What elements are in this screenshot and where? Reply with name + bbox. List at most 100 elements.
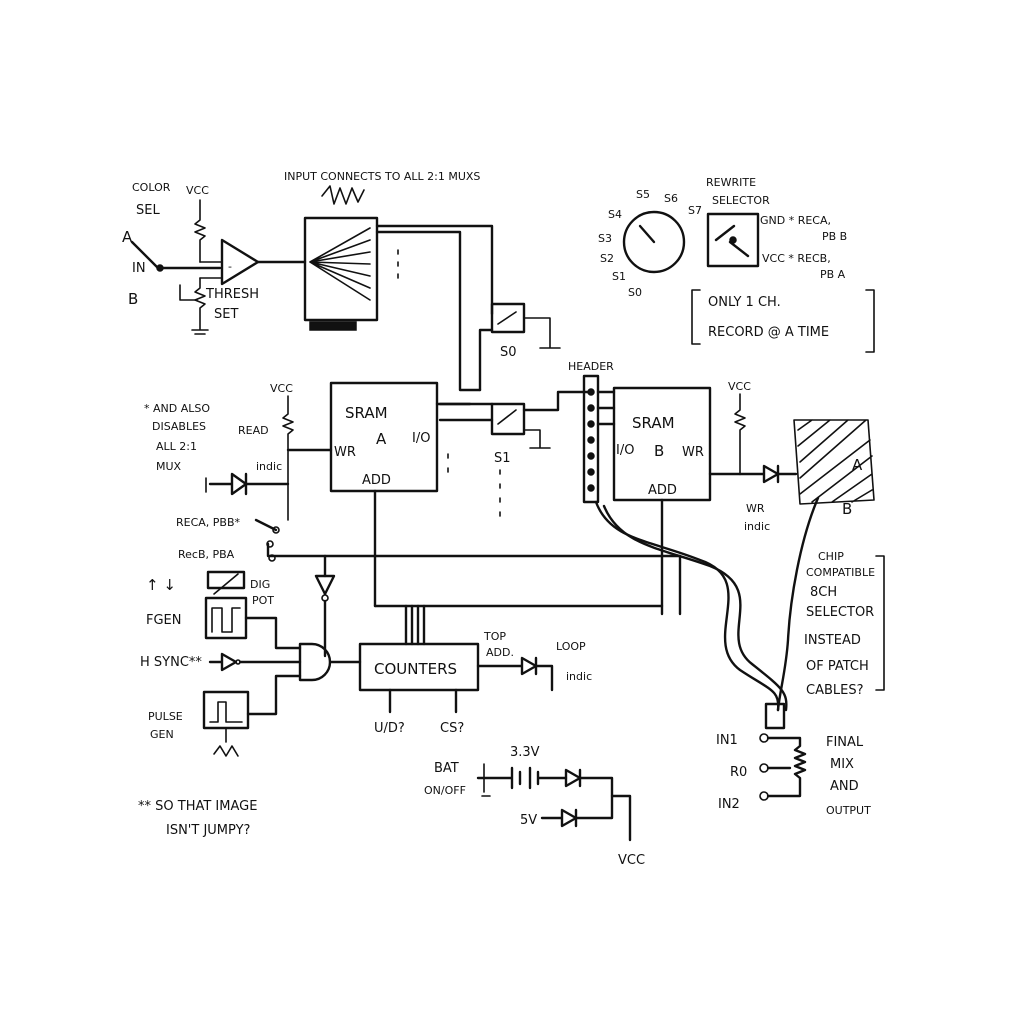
- read-label: READ: [238, 424, 269, 437]
- sram-b-add: ADD: [648, 483, 677, 498]
- final-label-2: MIX: [830, 757, 854, 772]
- header-pin: [587, 436, 595, 444]
- wr-indic-label-2: indic: [744, 520, 770, 533]
- counters-bus: [404, 604, 426, 646]
- sram-b-wr: WR: [682, 445, 704, 460]
- input-a-label: A: [122, 228, 133, 246]
- loop-indic-label-2: indic: [566, 670, 592, 683]
- rewrite-gnd-line-2: PB B: [822, 230, 847, 243]
- right-vcc-label: VCC: [728, 380, 751, 393]
- final-label-1: FINAL: [826, 735, 864, 750]
- v33-label: 3.3V: [510, 745, 540, 760]
- dial-s3: S3: [598, 232, 612, 245]
- rewrite-gnd-line-1: GND * RECA,: [760, 214, 831, 227]
- input-vcc-label: VCC: [186, 184, 209, 197]
- sram-a-wr: WR: [334, 445, 356, 460]
- and-gate: [298, 642, 332, 682]
- mux-s0-out: [478, 328, 494, 392]
- counters-block: COUNTERS U/D? CS? TOP ADD. LOOP indic: [358, 604, 664, 736]
- sram-a-add: ADD: [362, 473, 391, 488]
- mux-s0-control: [523, 317, 561, 349]
- counters-cs-label: CS?: [440, 721, 464, 736]
- mux-s0-label: S0: [500, 345, 517, 360]
- arrows-label: ↑ ↓: [146, 576, 176, 594]
- in2-label: IN2: [718, 797, 740, 812]
- mux-bank-section: INPUT CONNECTS TO ALL 2:1 MUXS: [284, 170, 494, 392]
- read-led-resistor: [282, 395, 294, 521]
- fgen-wave: [211, 607, 241, 633]
- scribble-mark: [321, 185, 365, 205]
- rewrite-note-bracket-left: [691, 289, 701, 345]
- mux-bank-footer-bar: [309, 321, 357, 331]
- comparator-minus: -: [228, 260, 232, 273]
- rewrite-switch-lever: [714, 224, 750, 258]
- dig-pot-label-1: DIG: [250, 578, 270, 591]
- dig-pot-label-2: POT: [252, 594, 274, 607]
- mux-s1-to-header: [522, 390, 592, 412]
- rewrite-title-2: SELECTOR: [712, 194, 770, 207]
- dig-pot-box: [206, 570, 246, 590]
- rotary-dial: [622, 210, 686, 274]
- comparator-thresh-wire: [199, 261, 223, 279]
- patch-letter-b: B: [842, 500, 852, 518]
- wr-led: [738, 464, 798, 484]
- input-b-label: B: [128, 290, 138, 308]
- chip-note-4: SELECTOR: [806, 605, 874, 620]
- rewrite-note-bracket-right: [865, 289, 875, 353]
- rewrite-switch-box: [706, 212, 760, 268]
- footnote-line-2: ISN'T JUMPY?: [166, 823, 250, 838]
- counters-label: COUNTERS: [374, 660, 457, 678]
- pulse-gen-pot: [213, 727, 239, 757]
- final-label-4: OUTPUT: [826, 804, 871, 817]
- top-add-label-2: ADD.: [486, 646, 514, 659]
- patch-header: HEADER: [568, 360, 616, 504]
- sram-a-box: [329, 381, 439, 493]
- chip-note-6: OF PATCH: [806, 659, 869, 674]
- dial-s5: S5: [636, 188, 650, 201]
- ro-label: R0: [730, 765, 747, 780]
- inverter-symbol: [314, 574, 336, 596]
- dial-s4: S4: [608, 208, 622, 221]
- header-label: HEADER: [568, 360, 614, 373]
- sram-b-id: B: [654, 442, 664, 460]
- final-label-3: AND: [830, 779, 859, 794]
- thresh-pot: [191, 277, 209, 335]
- mux-s1-control: [523, 429, 551, 449]
- header-pins: [587, 388, 595, 492]
- rewrite-vcc-line-1: VCC * RECB,: [762, 252, 831, 265]
- dial-s1: S1: [612, 270, 626, 283]
- mux-s0: S0: [478, 302, 561, 392]
- sram-b-io: I/O: [616, 443, 634, 458]
- diode-5: [540, 794, 614, 828]
- thresh-wiper: [179, 284, 198, 301]
- header-pin: [587, 404, 595, 412]
- header-pin: [587, 484, 595, 492]
- disable-note-4: MUX: [156, 460, 182, 473]
- sram-a: SRAM A I/O WR ADD: [286, 381, 501, 608]
- loop-led: [476, 656, 554, 692]
- mux-s0-switch: [497, 311, 517, 325]
- sram-b: SRAM I/O B WR ADD: [612, 386, 742, 616]
- battery-wire: [476, 766, 568, 790]
- patch-letter-a: A: [852, 456, 863, 474]
- input-in-label: IN: [132, 261, 146, 276]
- mux-s1-label: S1: [494, 451, 511, 466]
- pulse-gen-label-2: GEN: [150, 728, 174, 741]
- cable-plug: [764, 702, 786, 730]
- disable-note-1: * AND ALSO: [144, 402, 210, 415]
- left-controls: VCC * AND ALSO DISABLES ALL 2:1 MUX READ…: [140, 382, 682, 757]
- sram-a-io: I/O: [412, 431, 430, 446]
- dial-s6: S6: [664, 192, 678, 205]
- header-pin: [587, 388, 595, 396]
- input-selector-section: COLOR SEL A IN B VCC THRESH SET -: [122, 181, 307, 335]
- color-sel-label-1: COLOR: [132, 181, 171, 194]
- mode-switch-node-3: [268, 554, 276, 562]
- header-pin: [587, 452, 595, 460]
- wr-resistor: [734, 393, 746, 475]
- mux-bank-box: [303, 216, 379, 322]
- mux-bank-heading: INPUT CONNECTS TO ALL 2:1 MUXS: [284, 170, 480, 183]
- bat-label: BAT: [434, 761, 459, 776]
- chip-note-7: CABLES?: [806, 683, 864, 698]
- fgen-out-wire: [244, 616, 302, 650]
- chip-note-2: COMPATIBLE: [806, 566, 875, 579]
